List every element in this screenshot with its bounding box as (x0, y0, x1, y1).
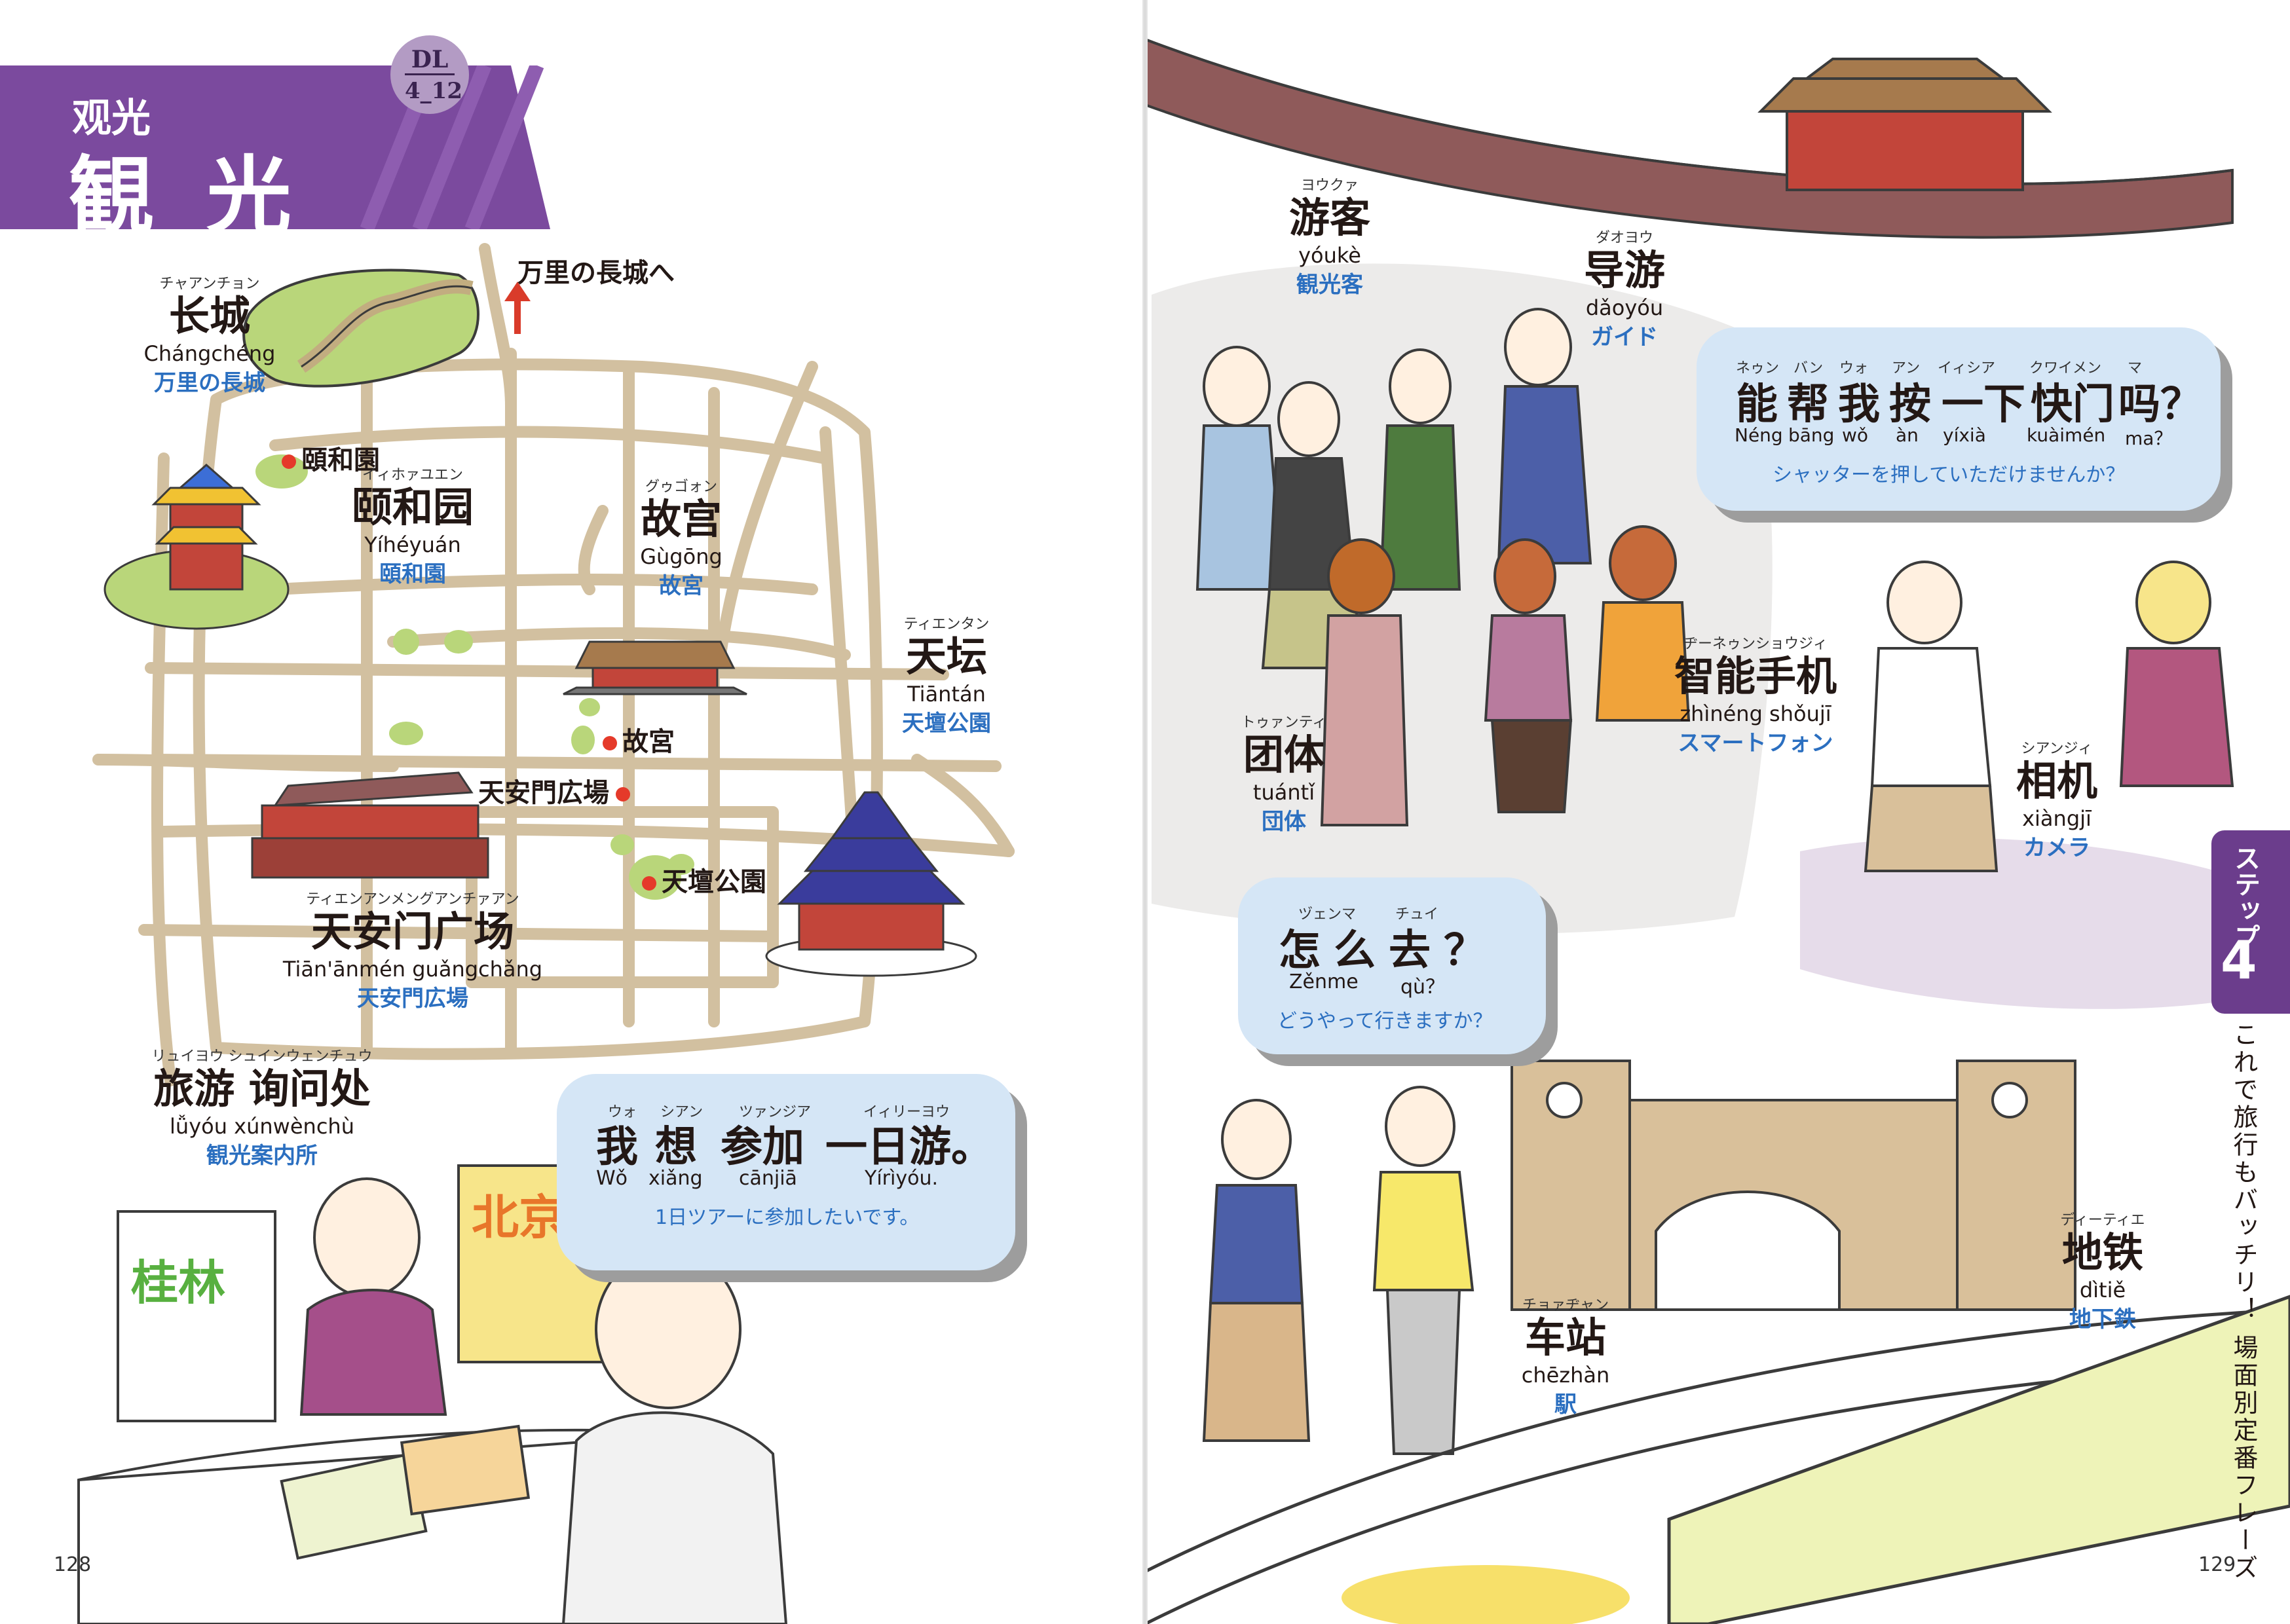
tourist-scene-illustration (1145, 0, 2290, 1624)
bubble-ruby: ヅェンマ (1298, 906, 1357, 923)
bubble-ruby: アン (1892, 360, 1921, 377)
bubble-hanzi: 吗？ (2118, 380, 2202, 429)
bubble-ruby: シアン (660, 1104, 704, 1120)
bubble-pinyin: ma？ (2125, 428, 2173, 449)
bubble-translation: どうやって行きますか？ (1277, 1010, 1493, 1033)
bubble-pinyin: Zěnme (1289, 970, 1359, 993)
map-pin-tiananmen: 天安門広場 (478, 771, 635, 809)
speech-bubble-how-to-get-there (1238, 877, 1546, 1054)
map-pin-icon (603, 736, 617, 750)
beijing-poster: 北京 (472, 1190, 567, 1245)
guilin-poster: 桂林 (131, 1255, 226, 1310)
bubble-ruby: ウォ (1839, 360, 1869, 377)
vocab-group: トゥァンティ 团体 tuántǐ 団体 (1241, 714, 1327, 835)
bubble-pinyin: wǒ (1842, 424, 1869, 446)
vocab-subway: ディーティエ 地铁 dìtiě 地下鉄 (2060, 1212, 2145, 1333)
chapter-running-head: これで旅行もバッチリ！ 場面別定番フレーズ (2229, 1022, 2258, 1583)
map-pin-summer-palace: 頤和園 (282, 439, 380, 477)
vocab-camera: シアンジィ 相机 xiàngjī カメラ (2016, 741, 2097, 861)
vocab-tourist: ヨウクァ 游客 yóukè 観光客 (1288, 177, 1370, 298)
vocab-station: チョァヂャン 车站 chēzhàn 駅 (1521, 1297, 1610, 1418)
map-pin-temple-of-heaven: 天壇公園 (642, 860, 766, 898)
bubble-hanzi: 按 (1889, 380, 1931, 429)
section-title-chinese: 观光 (72, 96, 151, 141)
bubble-ruby: クワイメン (2029, 360, 2102, 377)
bubble-pinyin: Néng (1735, 424, 1783, 446)
bubble-hanzi: 参加 (721, 1123, 804, 1172)
bubble-hanzi: 一下 (1942, 380, 2025, 429)
vocab-temple-of-heaven: ティエンタン 天坛 Tiāntán 天壇公園 (902, 616, 991, 737)
book-gutter (1142, 0, 1148, 1624)
download-track-badge: DL 4_12 (390, 35, 469, 114)
step-tab-number: 4 (2221, 930, 2257, 991)
page-number-right: 129 (2198, 1553, 2236, 1576)
bubble-ruby: ウォ (608, 1104, 637, 1120)
beijing-map-illustration (77, 243, 1015, 1624)
bubble-ruby: ネゥン (1736, 360, 1780, 377)
vocab-tourist-info: リュイヨウ シュインウェンチュウ 旅游 询问处 lǚyóu xúnwènchù … (151, 1048, 373, 1169)
step-tab-label: ステップ (2230, 845, 2260, 950)
bubble-pinyin: àn (1896, 424, 1919, 446)
map-pin-icon (282, 454, 296, 469)
bubble-pinyin: yíxià (1943, 424, 1986, 446)
bubble-translation: シャッターを押していただけませんか？ (1773, 464, 2126, 487)
vocab-great-wall: チャアンチョン 长城 Chángchéng 万里の長城 (143, 276, 276, 396)
great-wall-arrow-label: 万里の長城へ (517, 258, 675, 288)
bubble-pinyin: Yírìyóu. (865, 1167, 938, 1190)
page-title: 観光 (69, 146, 345, 246)
vocab-tiananmen-square: ティエンアンメングアンチァアン 天安门广场 Tiān'ānmén guǎngch… (282, 891, 543, 1012)
bubble-pinyin: qù？ (1400, 976, 1446, 999)
bubble-hanzi: 能 (1736, 380, 1778, 429)
vocab-summer-palace: イィホァユエン 颐和园 Yíhéyuán 頤和園 (351, 467, 474, 587)
vocab-forbidden-city: グゥゴォン 故宫 Gùgōng 故宮 (640, 479, 723, 599)
bubble-hanzi: 怎么 (1279, 927, 1389, 975)
bubble-hanzi: 想 (655, 1123, 697, 1172)
bubble-hanzi: 一日游。 (825, 1123, 993, 1172)
dl-track: 4_12 (405, 73, 462, 104)
bubble-translation: 1日ツアーに参加したいです。 (655, 1206, 920, 1229)
step-tab[interactable] (2211, 830, 2290, 1014)
bubble-pinyin: cānjiā (739, 1167, 797, 1190)
speech-bubble-day-tour (557, 1074, 1015, 1270)
bubble-pinyin: kuàimén (2027, 424, 2106, 446)
bubble-ruby: ツァンジア (739, 1104, 812, 1120)
bubble-ruby: バン (1793, 360, 1824, 377)
bubble-hanzi: 去？ (1389, 927, 1499, 975)
bubble-ruby: イィシア (1938, 360, 1996, 377)
vocab-guide: ダオヨウ 导游 dǎoyóu ガイド (1583, 230, 1665, 350)
vocab-smartphone: ヂーネゥンショウジィ 智能手机 zhìnéng shǒujī スマートフォン (1674, 636, 1837, 756)
bubble-pinyin: xiǎng (648, 1167, 703, 1190)
bubble-ruby: チュイ (1395, 906, 1439, 923)
bubble-hanzi: 我 (1838, 380, 1880, 429)
bubble-ruby: イィリーヨウ (863, 1104, 950, 1120)
map-pin-icon (616, 787, 630, 802)
speech-bubble-press-shutter (1697, 327, 2221, 511)
bubble-hanzi: 帮 (1787, 380, 1829, 429)
bubble-pinyin: bāng (1788, 424, 1835, 446)
bubble-pinyin: Wǒ (596, 1167, 628, 1190)
page-number-left: 128 (54, 1553, 92, 1576)
bubble-hanzi: 快门 (2031, 380, 2114, 429)
bubble-ruby: マ (2128, 360, 2143, 377)
map-pin-icon (642, 876, 656, 891)
bubble-hanzi: 我 (596, 1123, 638, 1172)
dl-label: DL (411, 46, 449, 73)
map-pin-forbidden-city: 故宮 (603, 720, 675, 758)
